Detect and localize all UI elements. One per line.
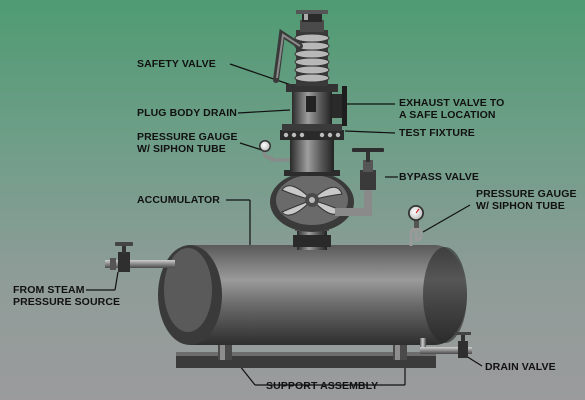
label-pressure-gauge-left-line1: PRESSURE GAUGE xyxy=(137,131,238,143)
label-pressure-gauge-right-line1: PRESSURE GAUGE xyxy=(476,188,577,200)
label-from-steam-line1: FROM STEAM xyxy=(13,284,85,296)
label-from-steam: FROM STEAM PRESSURE SOURCE xyxy=(13,284,120,308)
steam-inlet-valve xyxy=(105,242,175,272)
label-bypass-valve: BYPASS VALVE xyxy=(399,171,479,183)
label-accumulator: ACCUMULATOR xyxy=(137,194,220,206)
lifting-lever xyxy=(273,28,303,83)
test-fixture-housing xyxy=(270,172,354,232)
leader-lines xyxy=(86,63,483,386)
label-drain-valve: DRAIN VALVE xyxy=(485,361,556,373)
bypass-valve xyxy=(335,148,384,216)
right-pressure-gauge xyxy=(408,205,424,246)
label-plug-body-drain: PLUG BODY DRAIN xyxy=(137,107,237,119)
label-from-steam-line2: PRESSURE SOURCE xyxy=(13,296,121,308)
label-exhaust-valve: EXHAUST VALVE TO A SAFE LOCATION xyxy=(399,97,504,121)
label-support-assembly: SUPPORT ASSEMBLY xyxy=(266,380,379,392)
safety-valve-spring xyxy=(294,10,330,86)
label-exhaust-valve-line2: A SAFE LOCATION xyxy=(399,109,496,121)
safety-valve-body xyxy=(286,84,347,126)
accumulator-tank xyxy=(158,245,467,345)
label-pressure-gauge-left-line2: W/ SIPHON TUBE xyxy=(137,143,226,155)
label-pressure-gauge-right: PRESSURE GAUGE W/ SIPHON TUBE xyxy=(476,188,577,212)
label-test-fixture: TEST FIXTURE xyxy=(399,127,475,139)
label-pressure-gauge-left: PRESSURE GAUGE W/ SIPHON TUBE xyxy=(137,131,238,155)
left-pressure-gauge xyxy=(259,140,290,162)
drain-valve-assembly xyxy=(420,332,472,358)
label-pressure-gauge-right-line2: W/ SIPHON TUBE xyxy=(476,200,565,212)
label-safety-valve: SAFETY VALVE xyxy=(137,58,216,70)
valve-body-flanges xyxy=(280,124,344,176)
label-exhaust-valve-line1: EXHAUST VALVE TO xyxy=(399,97,505,109)
